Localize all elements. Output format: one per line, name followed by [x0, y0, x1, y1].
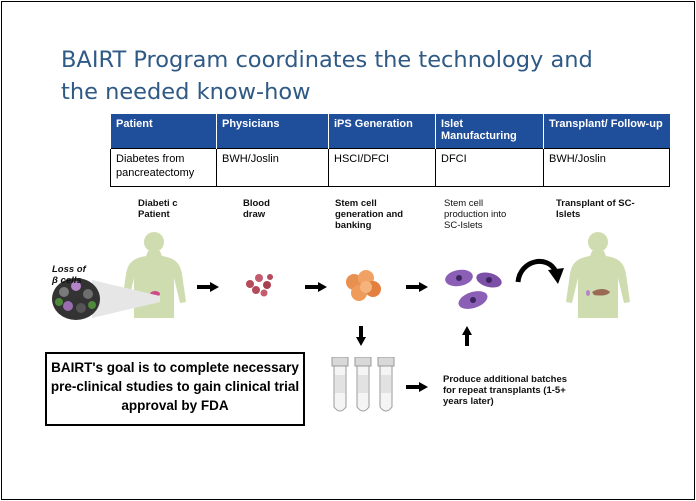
transplant-patient-icon	[558, 230, 638, 322]
goal-text: BAIRT's goal is to complete necessary pr…	[51, 360, 299, 413]
table-header: Physicians	[217, 114, 329, 149]
arrow-down-icon	[356, 326, 366, 346]
step-label-transplant: Transplant of SC-Islets	[556, 198, 646, 220]
step-label-production: Stem cell production into SC-Islets	[444, 198, 524, 231]
table-cell: BWH/Joslin	[217, 149, 329, 187]
table-cell: DFCI	[436, 149, 544, 187]
title-line-1: BAIRT Program coordinates the technology…	[61, 44, 661, 76]
workflow-table: Patient Physicians iPS Generation Islet …	[110, 114, 670, 187]
arrow-right-icon	[406, 282, 428, 292]
arrow-right-icon	[305, 282, 327, 292]
step-label-stem-cell: Stem cell generation and banking	[335, 198, 415, 231]
table-header: Islet Manufacturing	[436, 114, 544, 149]
arrow-up-icon	[462, 326, 472, 346]
stem-cell-cluster-icon	[342, 268, 384, 304]
table-header-row: Patient Physicians iPS Generation Islet …	[111, 114, 670, 149]
arrow-right-icon	[197, 282, 219, 292]
table-cell: HSCI/DFCI	[329, 149, 436, 187]
table-row: Diabetes from pancreatectomy BWH/Joslin …	[111, 149, 670, 187]
table-cell: BWH/Joslin	[544, 149, 670, 187]
blood-cells-icon	[242, 270, 276, 298]
table-header: Patient	[111, 114, 217, 149]
arrow-right-icon	[406, 382, 428, 392]
page-title: BAIRT Program coordinates the technology…	[61, 44, 661, 108]
step-label-blood-draw: Blood draw	[243, 198, 293, 220]
table-header: Transplant/ Follow-up	[544, 114, 670, 149]
table-cell: Diabetes from pancreatectomy	[111, 149, 217, 187]
step-label-patient: Diabeti c Patient	[138, 198, 188, 228]
goal-callout: BAIRT's goal is to complete necessary pr…	[45, 352, 305, 426]
loss-of-beta-cells-label: Loss of β cells	[52, 264, 92, 286]
repeat-batches-note: Produce additional batches for repeat tr…	[443, 374, 573, 407]
table-header: iPS Generation	[329, 114, 436, 149]
cryo-vials-icon	[330, 357, 396, 415]
title-line-2: the needed know-how	[61, 76, 661, 108]
sc-islet-cells-icon	[439, 266, 509, 312]
